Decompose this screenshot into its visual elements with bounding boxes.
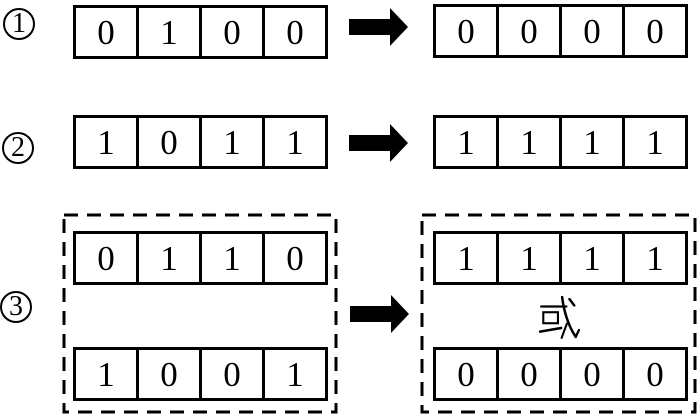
bit-cell: 0: [457, 354, 475, 394]
row2-number-badge: 2: [2, 132, 34, 164]
row2-output-register: 1 1 1 1: [433, 115, 688, 169]
row3-number-badge: 3: [0, 291, 32, 323]
row2-number: 2: [11, 132, 25, 163]
row3-input-register-top: 0 1 1 0: [73, 231, 328, 285]
bit-cell: 1: [199, 234, 262, 282]
bit-cell: 1: [262, 118, 325, 166]
bit-cell: 1: [559, 234, 622, 282]
row3-input-register-bottom: 1 0 0 1: [73, 347, 328, 401]
row3-output-group: 1 1 1 1 0 0 0 0: [420, 213, 697, 414]
bit-cell: 1: [199, 118, 262, 166]
bit-cell: 0: [496, 350, 559, 398]
bit-cell: 1: [262, 350, 325, 398]
or-character-glyph: [538, 296, 580, 339]
right-arrow-icon: [349, 8, 408, 46]
bit-cell: 0: [262, 234, 325, 282]
or-label: [420, 295, 697, 341]
bit-cell: 0: [457, 11, 475, 51]
right-arrow-icon: [349, 124, 408, 162]
bit-cell: 1: [457, 238, 475, 278]
row2-input-register: 1 0 1 1: [73, 115, 328, 169]
bit-cell: 0: [136, 118, 199, 166]
bit-cell: 1: [136, 234, 199, 282]
bit-cell: 0: [97, 238, 115, 278]
bit-cell: 1: [457, 122, 475, 162]
bit-cell: 0: [136, 350, 199, 398]
bit-cell: 1: [136, 8, 199, 56]
row3-number: 3: [9, 291, 23, 322]
bit-cell: 1: [622, 118, 685, 166]
row1-input-register: 0 1 0 0: [73, 5, 328, 59]
bit-cell: 1: [97, 354, 115, 394]
row3-output-register-bottom: 0 0 0 0: [433, 347, 688, 401]
bit-cell: 0: [559, 7, 622, 55]
bit-cell: 0: [199, 350, 262, 398]
right-arrow-icon: [350, 295, 409, 333]
row3-output-register-top: 1 1 1 1: [433, 231, 688, 285]
bit-cell: 1: [559, 118, 622, 166]
dashed-border: [420, 213, 697, 414]
bit-cell: 0: [97, 12, 115, 52]
row1-number-badge: 1: [3, 8, 35, 40]
bit-cell: 1: [97, 122, 115, 162]
bit-cell: 0: [199, 8, 262, 56]
dashed-border: [62, 213, 338, 414]
bit-cell: 1: [622, 234, 685, 282]
bit-cell: 0: [262, 8, 325, 56]
bit-cell: 0: [622, 7, 685, 55]
bit-cell: 1: [496, 234, 559, 282]
bit-cell: 1: [496, 118, 559, 166]
bit-cell: 0: [496, 7, 559, 55]
row1-number: 1: [12, 8, 26, 39]
bit-cell: 0: [622, 350, 685, 398]
row3-input-group: 0 1 1 0 1 0 0 1: [62, 213, 338, 414]
bit-cell: 0: [559, 350, 622, 398]
row1-output-register: 0 0 0 0: [433, 4, 688, 58]
